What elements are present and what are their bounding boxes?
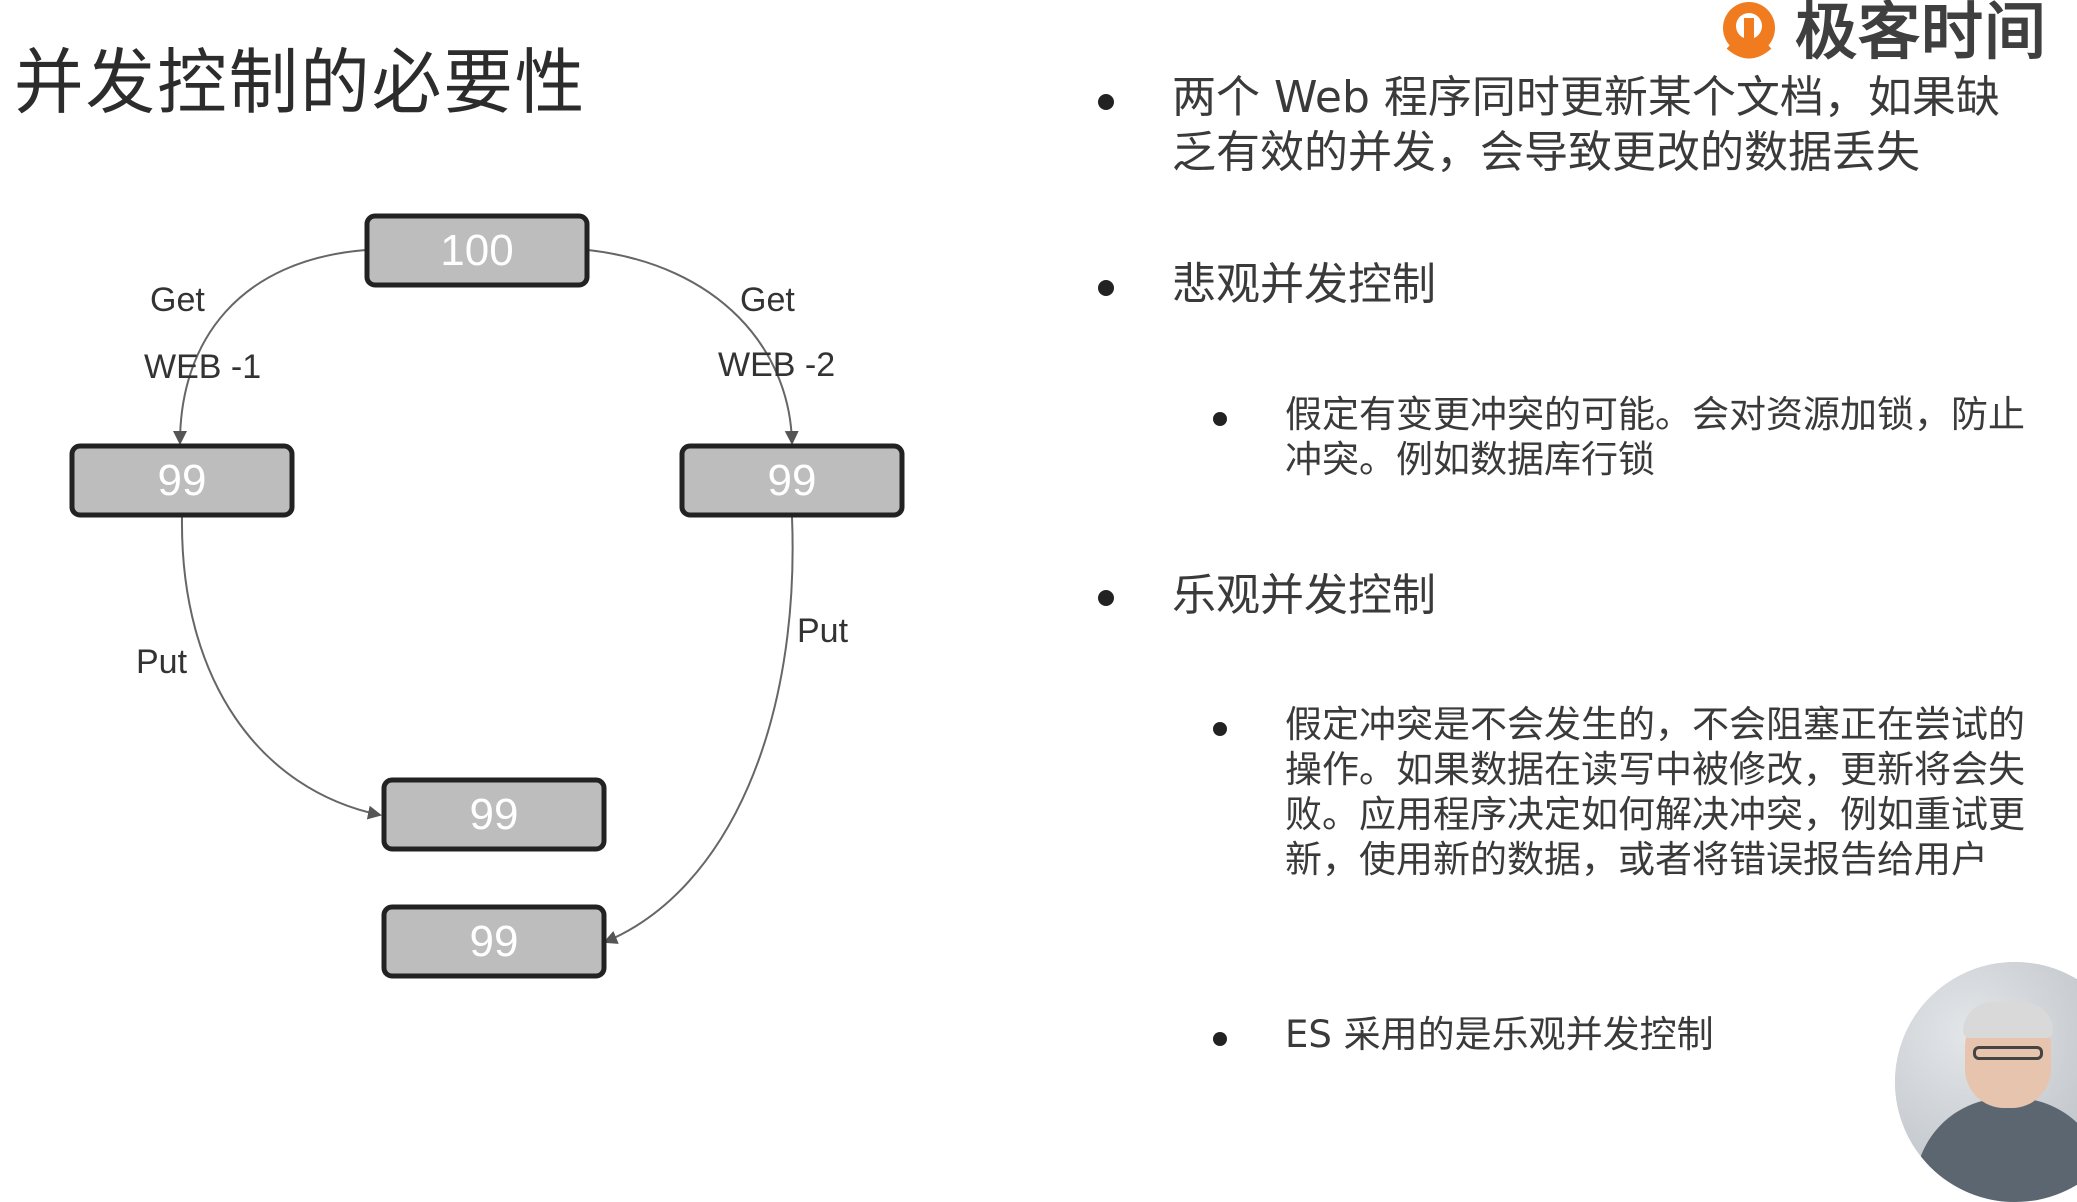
- node-top-value: 100: [440, 226, 513, 275]
- concurrency-diagram: 100 99 99 99 99 Get WEB -1 Get WEB -2 Pu…: [69, 213, 905, 979]
- bullet-item-1: 两个 Web 程序同时更新某个文档，如果缺乏有效的并发，会导致更改的数据丢失: [1172, 72, 2000, 178]
- node-left: 99: [69, 443, 295, 518]
- page-title: 并发控制的必要性: [14, 41, 587, 124]
- bullet-dot: [1098, 94, 1114, 110]
- bullet-item-3: 假定有变更冲突的可能。会对资源加锁，防止冲突。例如数据库行锁: [1285, 393, 2025, 481]
- label-put-left: Put: [136, 643, 188, 681]
- bullet-item-5: 假定冲突是不会发生的，不会阻塞正在尝试的操作。如果数据在读写中被修改，更新将会失…: [1285, 703, 2025, 881]
- edge-get-left: [173, 249, 367, 445]
- label-web-left: WEB -1: [144, 348, 261, 386]
- speaker-video: [1895, 962, 2077, 1202]
- slide: 并发控制的必要性 极客时间 100 99 99: [14, 0, 2077, 1202]
- bullet-dot: [1213, 412, 1227, 426]
- node-bottom-1: 99: [381, 777, 607, 852]
- node-right-value: 99: [768, 456, 817, 505]
- node-right: 99: [679, 443, 905, 518]
- edge-put-left: [180, 516, 382, 820]
- bullet-dot: [1213, 1032, 1227, 1046]
- bullet-dot: [1213, 722, 1227, 736]
- node-bottom-2: 99: [381, 904, 607, 979]
- node-top: 100: [364, 213, 590, 288]
- label-put-right: Put: [797, 612, 849, 650]
- node-left-value: 99: [158, 456, 207, 505]
- brand-logo: 极客时间: [1715, 0, 2055, 70]
- edge-get-right: [587, 249, 799, 445]
- label-web-right: WEB -2: [718, 346, 835, 384]
- node-bottom-2-value: 99: [470, 917, 519, 966]
- edge-put-right: [603, 516, 794, 944]
- geektime-logo-icon: [1723, 2, 1775, 59]
- bullet-item-6: ES 采用的是乐观并发控制: [1285, 1013, 1714, 1056]
- bullet-item-2: 悲观并发控制: [1172, 259, 1436, 310]
- label-get-left: Get: [150, 281, 205, 319]
- label-get-right: Get: [740, 281, 795, 319]
- bullet-dot: [1098, 590, 1114, 606]
- bullet-dot: [1098, 280, 1114, 296]
- logo-text: 极客时间: [1795, 0, 2048, 68]
- bullet-item-4: 乐观并发控制: [1172, 570, 1436, 621]
- node-bottom-1-value: 99: [470, 790, 519, 839]
